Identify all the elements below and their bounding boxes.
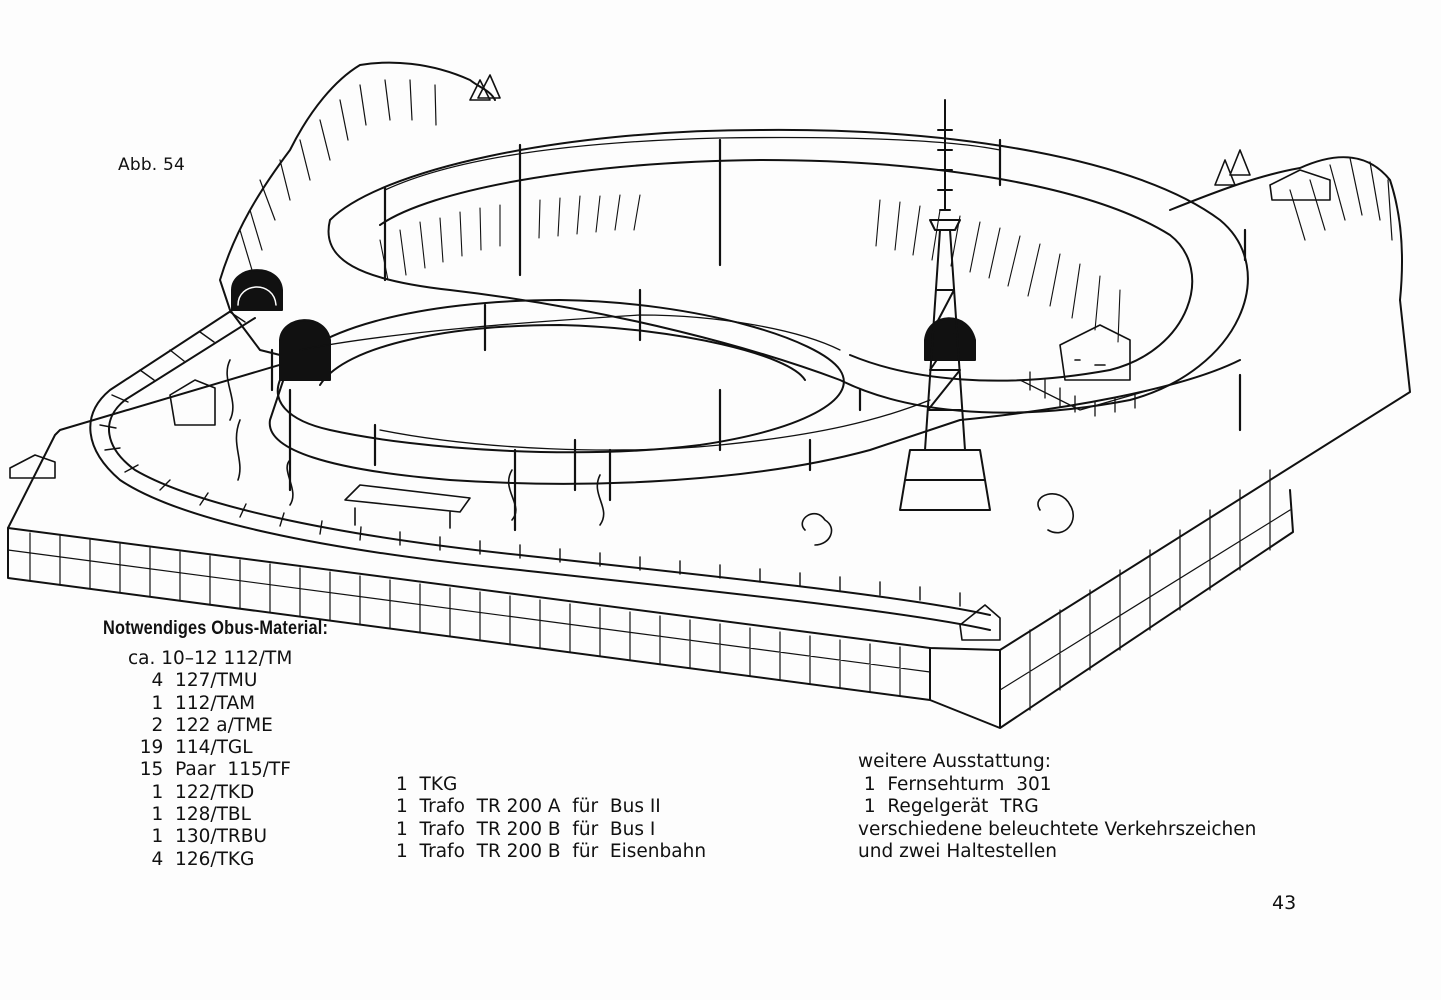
list-item: 1 Regelgerät TRG [858, 796, 1039, 818]
railway-sleepers [99, 311, 961, 607]
railway-track [89, 304, 991, 631]
list-item: ca. 10–12 112/TM [128, 648, 293, 669]
list-item: 1 Fernsehturm 301 [858, 774, 1052, 795]
list-item: verschiedene beleuchtete Verkehrszeichen [858, 818, 1257, 840]
list-item: 2 122 a/TME [128, 714, 273, 736]
list-item: 1 Trafo TR 200 B für Bus I [396, 818, 656, 840]
list-item: 1 Trafo TR 200 B für Eisenbahn [396, 840, 707, 862]
outer-road [268, 359, 1241, 485]
list-item: 1 Trafo TR 200 A für Bus II [396, 796, 661, 818]
extra-heading: weitere Ausstattung: [858, 751, 1051, 772]
material-list-2: 1 TKG 1 Trafo TR 200 A für Bus II 1 Traf… [396, 774, 706, 863]
lower-road [276, 299, 845, 454]
list-item: 1 122/TKD [128, 781, 255, 803]
trees [226, 74, 1251, 546]
overhead-wires [299, 136, 1001, 451]
mountain-right-hatching [1289, 157, 1393, 241]
list-item: 1 128/TBL [128, 804, 251, 826]
tunnel-portal-middle [279, 319, 331, 381]
list-item: 19 114/TGL [128, 737, 253, 759]
mountain-left-hatching [239, 79, 437, 271]
baseboard-front [7, 489, 1294, 729]
material-list: ca. 10–12 112/TM 4 127/TMU 1 112/TAM 2 1… [128, 648, 292, 871]
fence [1019, 371, 1151, 417]
baseboard-top [7, 299, 1411, 651]
list-item: und zwei Haltestellen [858, 840, 1058, 862]
mountain-right [1169, 156, 1403, 301]
layout-illustration [7, 61, 1411, 729]
material-heading: Notwendiges Obus-Material: [103, 618, 329, 639]
page-number: 43 [1272, 892, 1297, 914]
tunnel-portal-left [231, 269, 283, 311]
list-item: 1 130/TRBU [128, 826, 267, 848]
list-item: 1 112/TAM [128, 692, 256, 714]
list-item: 15 Paar 115/TF [128, 759, 291, 781]
list-item: 4 127/TMU [128, 670, 258, 692]
list-item: 4 126/TKG [128, 848, 255, 870]
tv-tower [899, 99, 991, 511]
cliff-hatching [379, 194, 1121, 343]
mountain-left [219, 61, 496, 361]
extra-list: 1 Fernsehturm 301 1 Regelgerät TRG versc… [858, 774, 1256, 863]
baseboard-front-ticks [7, 469, 1291, 711]
lower-road-inner [319, 324, 806, 386]
houses [9, 169, 1331, 641]
upper-oval-inner [379, 159, 1194, 382]
list-item: 1 TKG [396, 774, 458, 795]
figure-label: Abb. 54 [118, 155, 186, 175]
upper-oval-track [327, 128, 1249, 414]
